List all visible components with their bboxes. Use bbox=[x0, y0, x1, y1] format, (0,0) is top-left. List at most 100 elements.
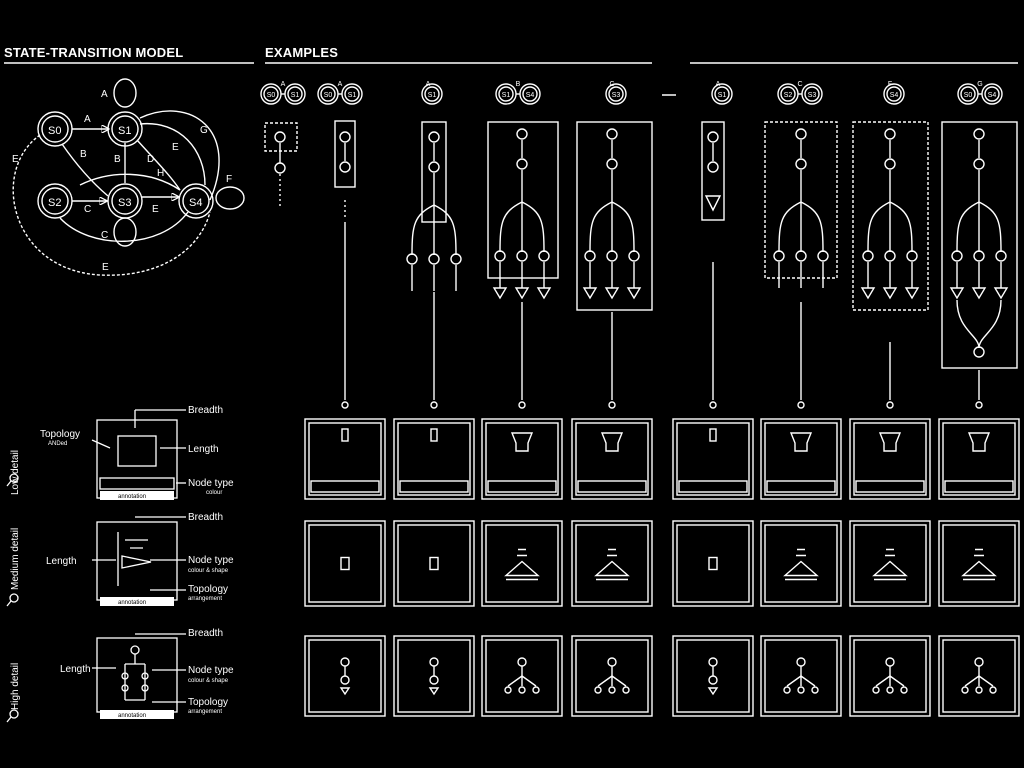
connector-node bbox=[518, 401, 526, 409]
header-state-inner bbox=[984, 86, 1000, 102]
graph-arrow bbox=[971, 287, 987, 300]
glyph-high-arrow bbox=[428, 687, 440, 696]
graph-arrow bbox=[882, 287, 898, 300]
graph-arrow bbox=[514, 287, 530, 300]
example-box bbox=[334, 120, 356, 188]
glyph-medium bbox=[504, 548, 540, 577]
header-edge-label: A bbox=[281, 81, 286, 88]
header-state-label: S0 bbox=[324, 92, 333, 99]
glyph-high-node bbox=[797, 686, 805, 694]
detail-tile bbox=[938, 520, 1020, 607]
detail-tile-inner bbox=[575, 524, 649, 603]
header-state-label: S1 bbox=[428, 92, 437, 99]
glyph-high-node bbox=[340, 675, 350, 685]
annotation-breadth: Breadth bbox=[188, 512, 223, 523]
glyph-medium bbox=[783, 548, 819, 577]
glyph-medium bbox=[594, 548, 630, 577]
connector-node bbox=[341, 401, 349, 409]
detail-tile bbox=[571, 418, 653, 500]
edge-s1-s4-e bbox=[139, 123, 206, 186]
glyph-low bbox=[878, 432, 902, 452]
glyph-low bbox=[967, 432, 991, 452]
detail-tile bbox=[481, 635, 563, 717]
connector-node bbox=[797, 401, 805, 409]
glyph-high-node bbox=[900, 686, 908, 694]
glyph-high-node bbox=[974, 657, 984, 667]
header-state-inner bbox=[780, 86, 796, 102]
header-edge-label: A bbox=[338, 81, 343, 88]
detail-tile-inner bbox=[764, 639, 838, 713]
header-edge-label: B bbox=[516, 81, 521, 88]
detail-tile-inner bbox=[942, 422, 1016, 496]
graph-node bbox=[606, 250, 618, 262]
glyph-medium bbox=[340, 556, 350, 571]
glyph-high-arrow bbox=[339, 687, 351, 696]
edge-label: D bbox=[147, 154, 154, 165]
edge-s1-s4-d bbox=[136, 139, 181, 191]
graph-arrow bbox=[904, 287, 920, 300]
annotation-length: Length bbox=[46, 556, 77, 567]
glyph-high-node bbox=[340, 657, 350, 667]
glyph-high-node bbox=[989, 686, 997, 694]
header-state-label: S4 bbox=[988, 92, 997, 99]
example-box-dashed bbox=[764, 121, 838, 279]
detail-tile-inner bbox=[676, 422, 750, 496]
graph-node bbox=[428, 131, 440, 143]
graph-node bbox=[428, 253, 440, 265]
detail-tile-inner bbox=[676, 639, 750, 713]
edge-s2-s4 bbox=[59, 211, 189, 242]
connector-node bbox=[430, 401, 438, 409]
glyph-high-arrow bbox=[707, 687, 719, 696]
header-state-label: S2 bbox=[784, 92, 793, 99]
detail-tile-inner bbox=[397, 639, 471, 713]
state-transition-graph bbox=[12, 78, 245, 276]
glyph-medium bbox=[429, 556, 439, 571]
glyph-high-branch bbox=[786, 675, 816, 687]
detail-tile bbox=[672, 418, 754, 500]
header-state-inner bbox=[804, 86, 820, 102]
header-edge-label: A bbox=[716, 81, 721, 88]
header-state-label: S4 bbox=[526, 92, 535, 99]
annotation-breadth: Breadth bbox=[188, 628, 223, 639]
annotation-bar bbox=[855, 480, 925, 493]
glyph-high-node bbox=[594, 686, 602, 694]
example-box bbox=[576, 121, 653, 311]
graph-node bbox=[628, 250, 640, 262]
annotation-caption: annotation bbox=[118, 600, 146, 606]
edge-label: E bbox=[102, 262, 109, 273]
row-label-medium-detail: Medium detail bbox=[10, 528, 21, 590]
graph-node bbox=[538, 250, 550, 262]
state-label: S1 bbox=[118, 125, 131, 137]
detail-tile bbox=[304, 418, 386, 500]
graph-node bbox=[707, 161, 719, 173]
annotation-bar bbox=[944, 480, 1014, 493]
detail-tile bbox=[760, 520, 842, 607]
glyph-high-node bbox=[607, 657, 617, 667]
header-state-inner bbox=[498, 86, 514, 102]
graph-branch bbox=[956, 170, 1002, 253]
annotation-topology-sub: ANDed bbox=[48, 441, 67, 447]
graph-node bbox=[773, 250, 785, 262]
graph-node bbox=[795, 128, 807, 140]
annotation-length: Length bbox=[60, 664, 91, 675]
zoom-icon bbox=[6, 473, 19, 487]
annotation-bar bbox=[310, 480, 380, 493]
example-box bbox=[421, 121, 447, 223]
glyph-high-node bbox=[811, 686, 819, 694]
glyph-high-node bbox=[517, 657, 527, 667]
row-label-low-detail: Low detail bbox=[10, 450, 21, 495]
glyph-high-branch bbox=[964, 675, 994, 687]
detail-tile-inner bbox=[575, 422, 649, 496]
edge-label: F bbox=[226, 174, 232, 185]
annotation-caption: annotation bbox=[118, 494, 146, 500]
detail-tile bbox=[393, 635, 475, 717]
connector-node bbox=[975, 401, 983, 409]
header-state-inner bbox=[886, 86, 902, 102]
detail-tile bbox=[304, 520, 386, 607]
graph-arrow bbox=[993, 287, 1009, 300]
graph-node bbox=[862, 250, 874, 262]
detail-tile-inner bbox=[308, 639, 382, 713]
graph-arrow bbox=[860, 287, 876, 300]
example-box-dashed bbox=[852, 121, 929, 311]
